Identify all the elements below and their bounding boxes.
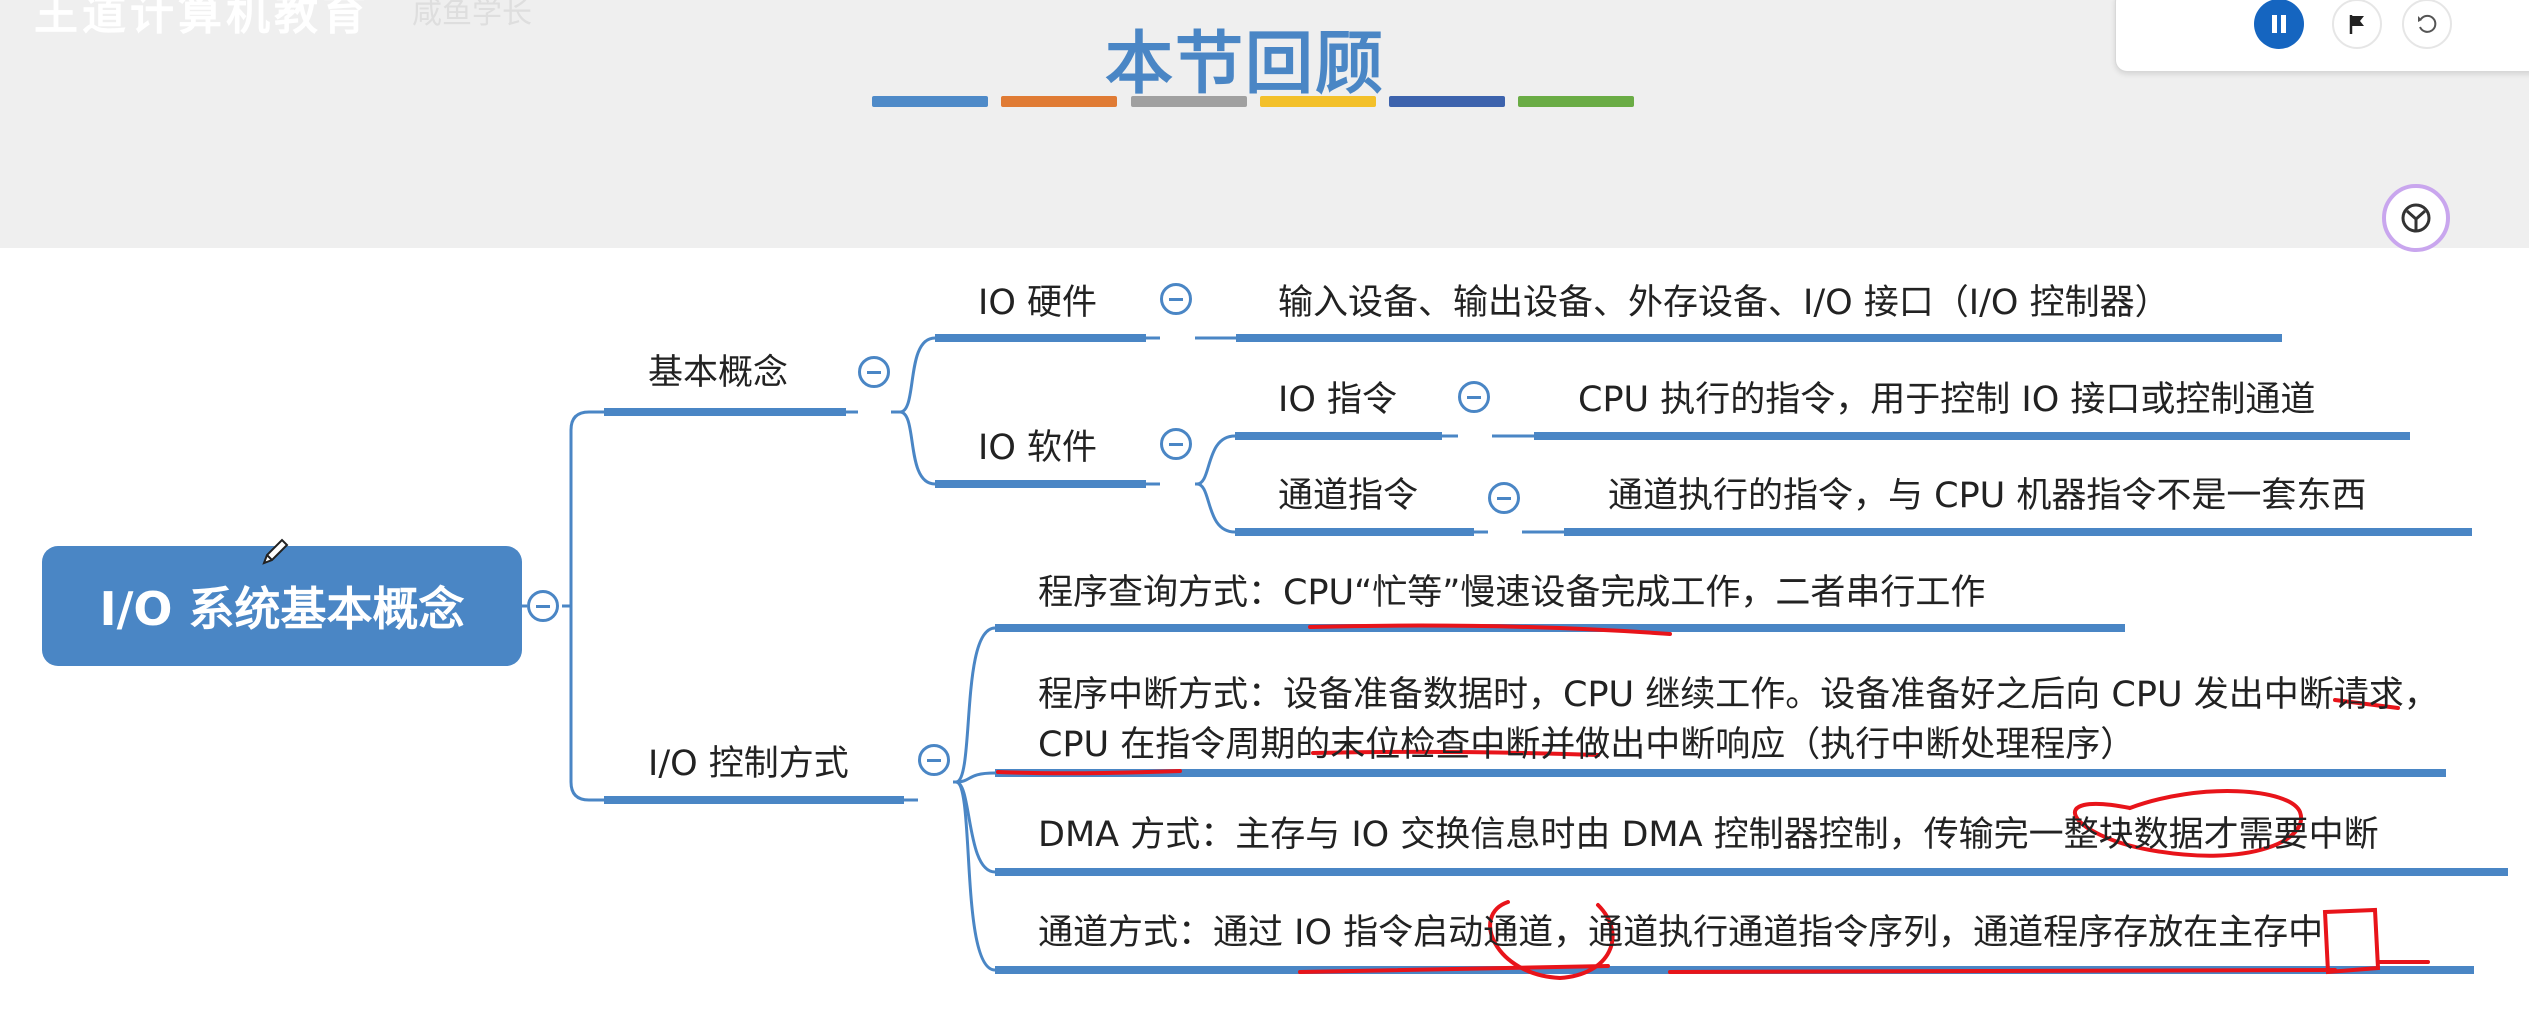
title-color-bar xyxy=(1260,96,1376,107)
software-collapse-icon[interactable] xyxy=(1160,428,1192,460)
node-io-instruction[interactable]: IO 指令 xyxy=(1278,380,1397,420)
node-channel-instruction[interactable]: 通道指令 xyxy=(1278,476,1419,516)
io-instruction-detail[interactable]: CPU 执行的指令，用于控制 IO 接口或控制通道 xyxy=(1578,380,2316,420)
brand-sub-watermark: 咸鱼学长 xyxy=(412,0,532,31)
title-color-bar xyxy=(1001,96,1117,107)
root-node[interactable]: I/O 系统基本概念 xyxy=(42,546,522,666)
channel-instruction-detail[interactable]: 通道执行的指令，与 CPU 机器指令不是一套东西 xyxy=(1608,476,2367,516)
flag-icon xyxy=(2349,15,2364,34)
root-collapse-icon[interactable] xyxy=(527,590,559,622)
method-channel[interactable]: 通道方式：通过 IO 指令启动通道，通道执行通道指令序列，通道程序存放在主存中 xyxy=(1038,913,2324,953)
title-color-bar xyxy=(1131,96,1247,107)
method-dma[interactable]: DMA 方式：主存与 IO 交换信息时由 DMA 控制器控制，传输完一整块数据才… xyxy=(1038,815,2379,855)
io-hardware-detail[interactable]: 输入设备、输出设备、外存设备、I/O 接口（I/O 控制器） xyxy=(1278,283,2170,323)
flag-button[interactable] xyxy=(2332,0,2382,49)
reset-icon xyxy=(2418,14,2437,33)
method-interrupt[interactable]: 程序中断方式：设备准备数据时，CPU 继续工作。设备准备好之后向 CPU 发出中… xyxy=(1038,675,2439,765)
channel-instruction-collapse-icon[interactable] xyxy=(1488,482,1520,514)
slide-header-band: 王道计算机教育 咸鱼学长 本节回顾 xyxy=(0,0,2529,248)
method-polling[interactable]: 程序查询方式：CPU“忙等”慢速设备完成工作，二者串行工作 xyxy=(1038,573,1986,613)
basic-collapse-icon[interactable] xyxy=(858,356,890,388)
app-logo-icon[interactable] xyxy=(2382,184,2450,252)
control-collapse-icon[interactable] xyxy=(918,744,950,776)
branch-io-control-methods[interactable]: I/O 控制方式 xyxy=(648,744,849,784)
title-color-bar xyxy=(1389,96,1505,107)
pause-button[interactable] xyxy=(2254,0,2304,49)
branch-basic-concepts[interactable]: 基本概念 xyxy=(648,353,789,393)
io-instruction-collapse-icon[interactable] xyxy=(1458,381,1490,413)
brand-watermark: 王道计算机教育 xyxy=(34,0,370,40)
title-color-bar xyxy=(872,96,988,107)
node-io-software[interactable]: IO 软件 xyxy=(978,428,1097,468)
node-io-hardware[interactable]: IO 硬件 xyxy=(978,283,1097,323)
pencil-cursor-icon xyxy=(262,538,289,565)
slide-title: 本节回顾 xyxy=(1104,25,1385,104)
red-handwritten-annotations xyxy=(996,623,2430,981)
title-color-bar xyxy=(1518,96,1634,107)
reset-button[interactable] xyxy=(2402,0,2452,49)
hardware-collapse-icon[interactable] xyxy=(1160,283,1192,315)
logo-glyph-icon xyxy=(2401,203,2431,233)
playback-controls xyxy=(2115,0,2529,72)
pause-icon xyxy=(2272,15,2286,33)
